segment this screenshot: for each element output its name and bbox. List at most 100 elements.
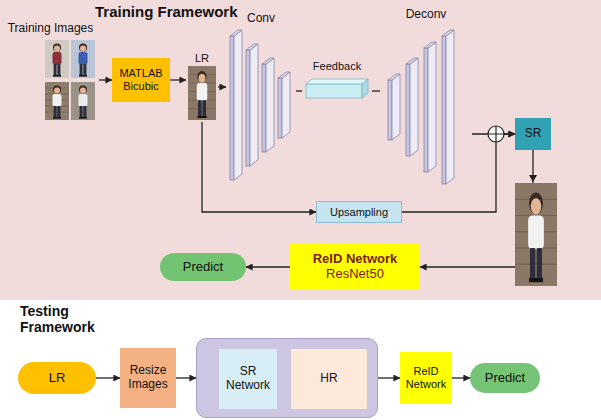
box-label: LR <box>195 52 209 65</box>
conv-layers <box>230 30 290 180</box>
box-label: SR Network <box>221 365 275 393</box>
layer-front <box>278 78 282 138</box>
photo-ground <box>71 40 95 78</box>
output-box: SR <box>515 118 551 150</box>
layer-top <box>262 58 274 64</box>
layer-side <box>392 74 400 140</box>
box-label: SR <box>525 127 542 141</box>
layer-side <box>266 58 274 152</box>
process-box: Upsampling <box>316 201 402 223</box>
flow-arrow <box>96 377 120 378</box>
sr-photo <box>515 183 557 286</box>
person-figure <box>528 192 544 282</box>
training-photo <box>71 82 95 120</box>
layer-top <box>230 30 242 36</box>
network-box: SR Network <box>219 349 277 409</box>
flow-arrow <box>378 377 400 378</box>
box-label: MATLAB Bicubic <box>114 67 168 92</box>
layer-top <box>406 58 418 64</box>
layer-front <box>230 36 234 180</box>
flow-arrow <box>402 134 515 212</box>
process-box: Resize Images <box>120 348 176 408</box>
result-pill: Predict <box>160 253 246 281</box>
box-label: ReID Network <box>313 252 398 267</box>
section-heading: Testing Framework <box>20 303 112 335</box>
photo-ground <box>71 82 95 120</box>
flow-arrow <box>176 377 196 378</box>
layer-top <box>424 42 436 48</box>
box-label: ReID Network <box>402 365 450 390</box>
junction-cross <box>488 126 504 142</box>
layer-side <box>410 58 418 156</box>
sum-junction <box>488 126 504 142</box>
box-label: HR <box>320 372 337 386</box>
person-figure <box>197 71 208 118</box>
box-sublabel: ResNet50 <box>326 267 384 282</box>
layer-side <box>234 30 242 180</box>
flow-arrow <box>372 90 380 91</box>
layer-top <box>442 30 454 36</box>
person-figure <box>79 86 88 119</box>
layer-side <box>428 42 436 172</box>
block-front <box>306 84 362 98</box>
layer-side <box>282 72 290 138</box>
layer-side <box>250 44 258 166</box>
flow-arrow <box>202 122 316 212</box>
layer-side <box>446 30 454 184</box>
flow-arrow <box>296 90 302 91</box>
junction-circle <box>488 126 504 142</box>
image-group: LR <box>186 52 218 122</box>
photo-ground <box>515 183 557 286</box>
photo-ground <box>188 66 216 120</box>
network-box: ReID Network <box>400 352 452 404</box>
person-figure <box>53 86 62 119</box>
flow-arrow <box>218 86 226 87</box>
box-label: Predict <box>183 260 223 275</box>
layer-front <box>406 64 410 156</box>
feedback-block: Feedback <box>302 60 372 102</box>
box-label: Training Framework <box>95 3 238 20</box>
layer-front <box>388 80 392 140</box>
network-box: ReID NetworkResNet50 <box>290 244 420 290</box>
layer-front <box>246 50 250 166</box>
box-label: Predict <box>485 371 525 386</box>
box-label: Upsampling <box>330 206 388 219</box>
box-label: Resize Images <box>122 364 174 392</box>
image-box: HR <box>291 349 367 409</box>
image-group: Training Images <box>2 22 99 122</box>
person-figure <box>53 44 62 77</box>
box-label: LR <box>49 371 66 386</box>
input-oval: LR <box>18 362 96 394</box>
layer-front <box>424 48 428 172</box>
arrow-head <box>529 175 537 182</box>
box-label: Deconv <box>406 8 447 22</box>
panel-ground <box>0 0 601 300</box>
box-label: Training Images <box>8 22 94 36</box>
training-photo <box>71 40 95 78</box>
lr-photo <box>188 66 216 120</box>
layer-top <box>388 74 400 80</box>
photo-ground <box>45 82 69 120</box>
flow-arrow <box>452 377 470 378</box>
flow-arrow <box>99 79 112 80</box>
flow-arrow <box>246 266 290 267</box>
module-group: SR Network HR <box>196 338 378 418</box>
training-photo <box>45 82 69 120</box>
deconv-layers <box>388 30 454 184</box>
process-box: MATLAB Bicubic <box>112 58 170 102</box>
layer-stack: Conv <box>226 12 296 184</box>
flow-arrow <box>170 79 186 80</box>
training-photo <box>45 40 69 78</box>
result-pill: Predict <box>470 363 540 393</box>
block-top <box>306 79 368 84</box>
layer-top <box>246 44 258 50</box>
layer-front <box>442 36 446 184</box>
block-side <box>362 79 368 98</box>
box-label: Conv <box>247 12 275 26</box>
photo-ground <box>45 40 69 78</box>
layer-front <box>262 64 266 152</box>
layer-stack: Deconv <box>380 8 472 188</box>
person-figure <box>79 44 88 77</box>
feedback-block <box>306 79 368 98</box>
training-panel: Training FrameworkTraining ImagesMATLAB … <box>0 0 601 300</box>
